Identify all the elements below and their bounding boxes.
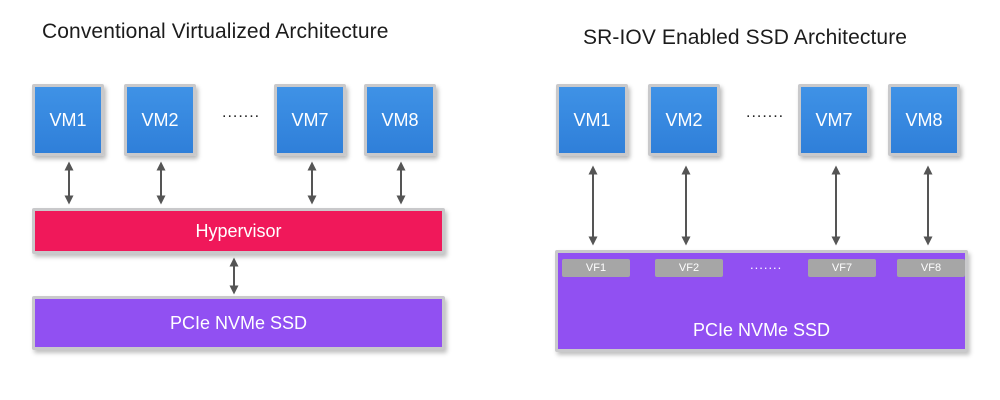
vf1-box: VF1 — [562, 259, 630, 277]
hypervisor-box: Hypervisor — [32, 208, 445, 254]
right-vm-ellipsis: ....... — [746, 104, 785, 121]
left-vm1-box: VM1 — [32, 84, 104, 156]
left-vm2-box: VM2 — [124, 84, 196, 156]
right-vm8-box: VM8 — [888, 84, 960, 156]
vf-ellipsis: ....... — [750, 257, 783, 272]
right-ssd-label: PCIe NVMe SSD — [692, 320, 831, 340]
right-vm7-box: VM7 — [798, 84, 870, 156]
left-diagram-title: Conventional Virtualized Architecture — [42, 20, 389, 43]
vf2-box: VF2 — [655, 259, 723, 277]
vf7-box: VF7 — [808, 259, 876, 277]
right-vm2-box: VM2 — [648, 84, 720, 156]
left-ssd-box: PCIe NVMe SSD — [32, 296, 445, 350]
left-vm-ellipsis: ....... — [222, 104, 261, 121]
vf8-box: VF8 — [897, 259, 965, 277]
left-vm8-box: VM8 — [364, 84, 436, 156]
right-vm1-box: VM1 — [556, 84, 628, 156]
right-ssd-box: VF1 VF2 ....... VF7 VF8 PCIe NVMe SSD — [555, 250, 968, 352]
right-diagram-title: SR-IOV Enabled SSD Architecture — [583, 26, 908, 49]
left-vm7-box: VM7 — [274, 84, 346, 156]
